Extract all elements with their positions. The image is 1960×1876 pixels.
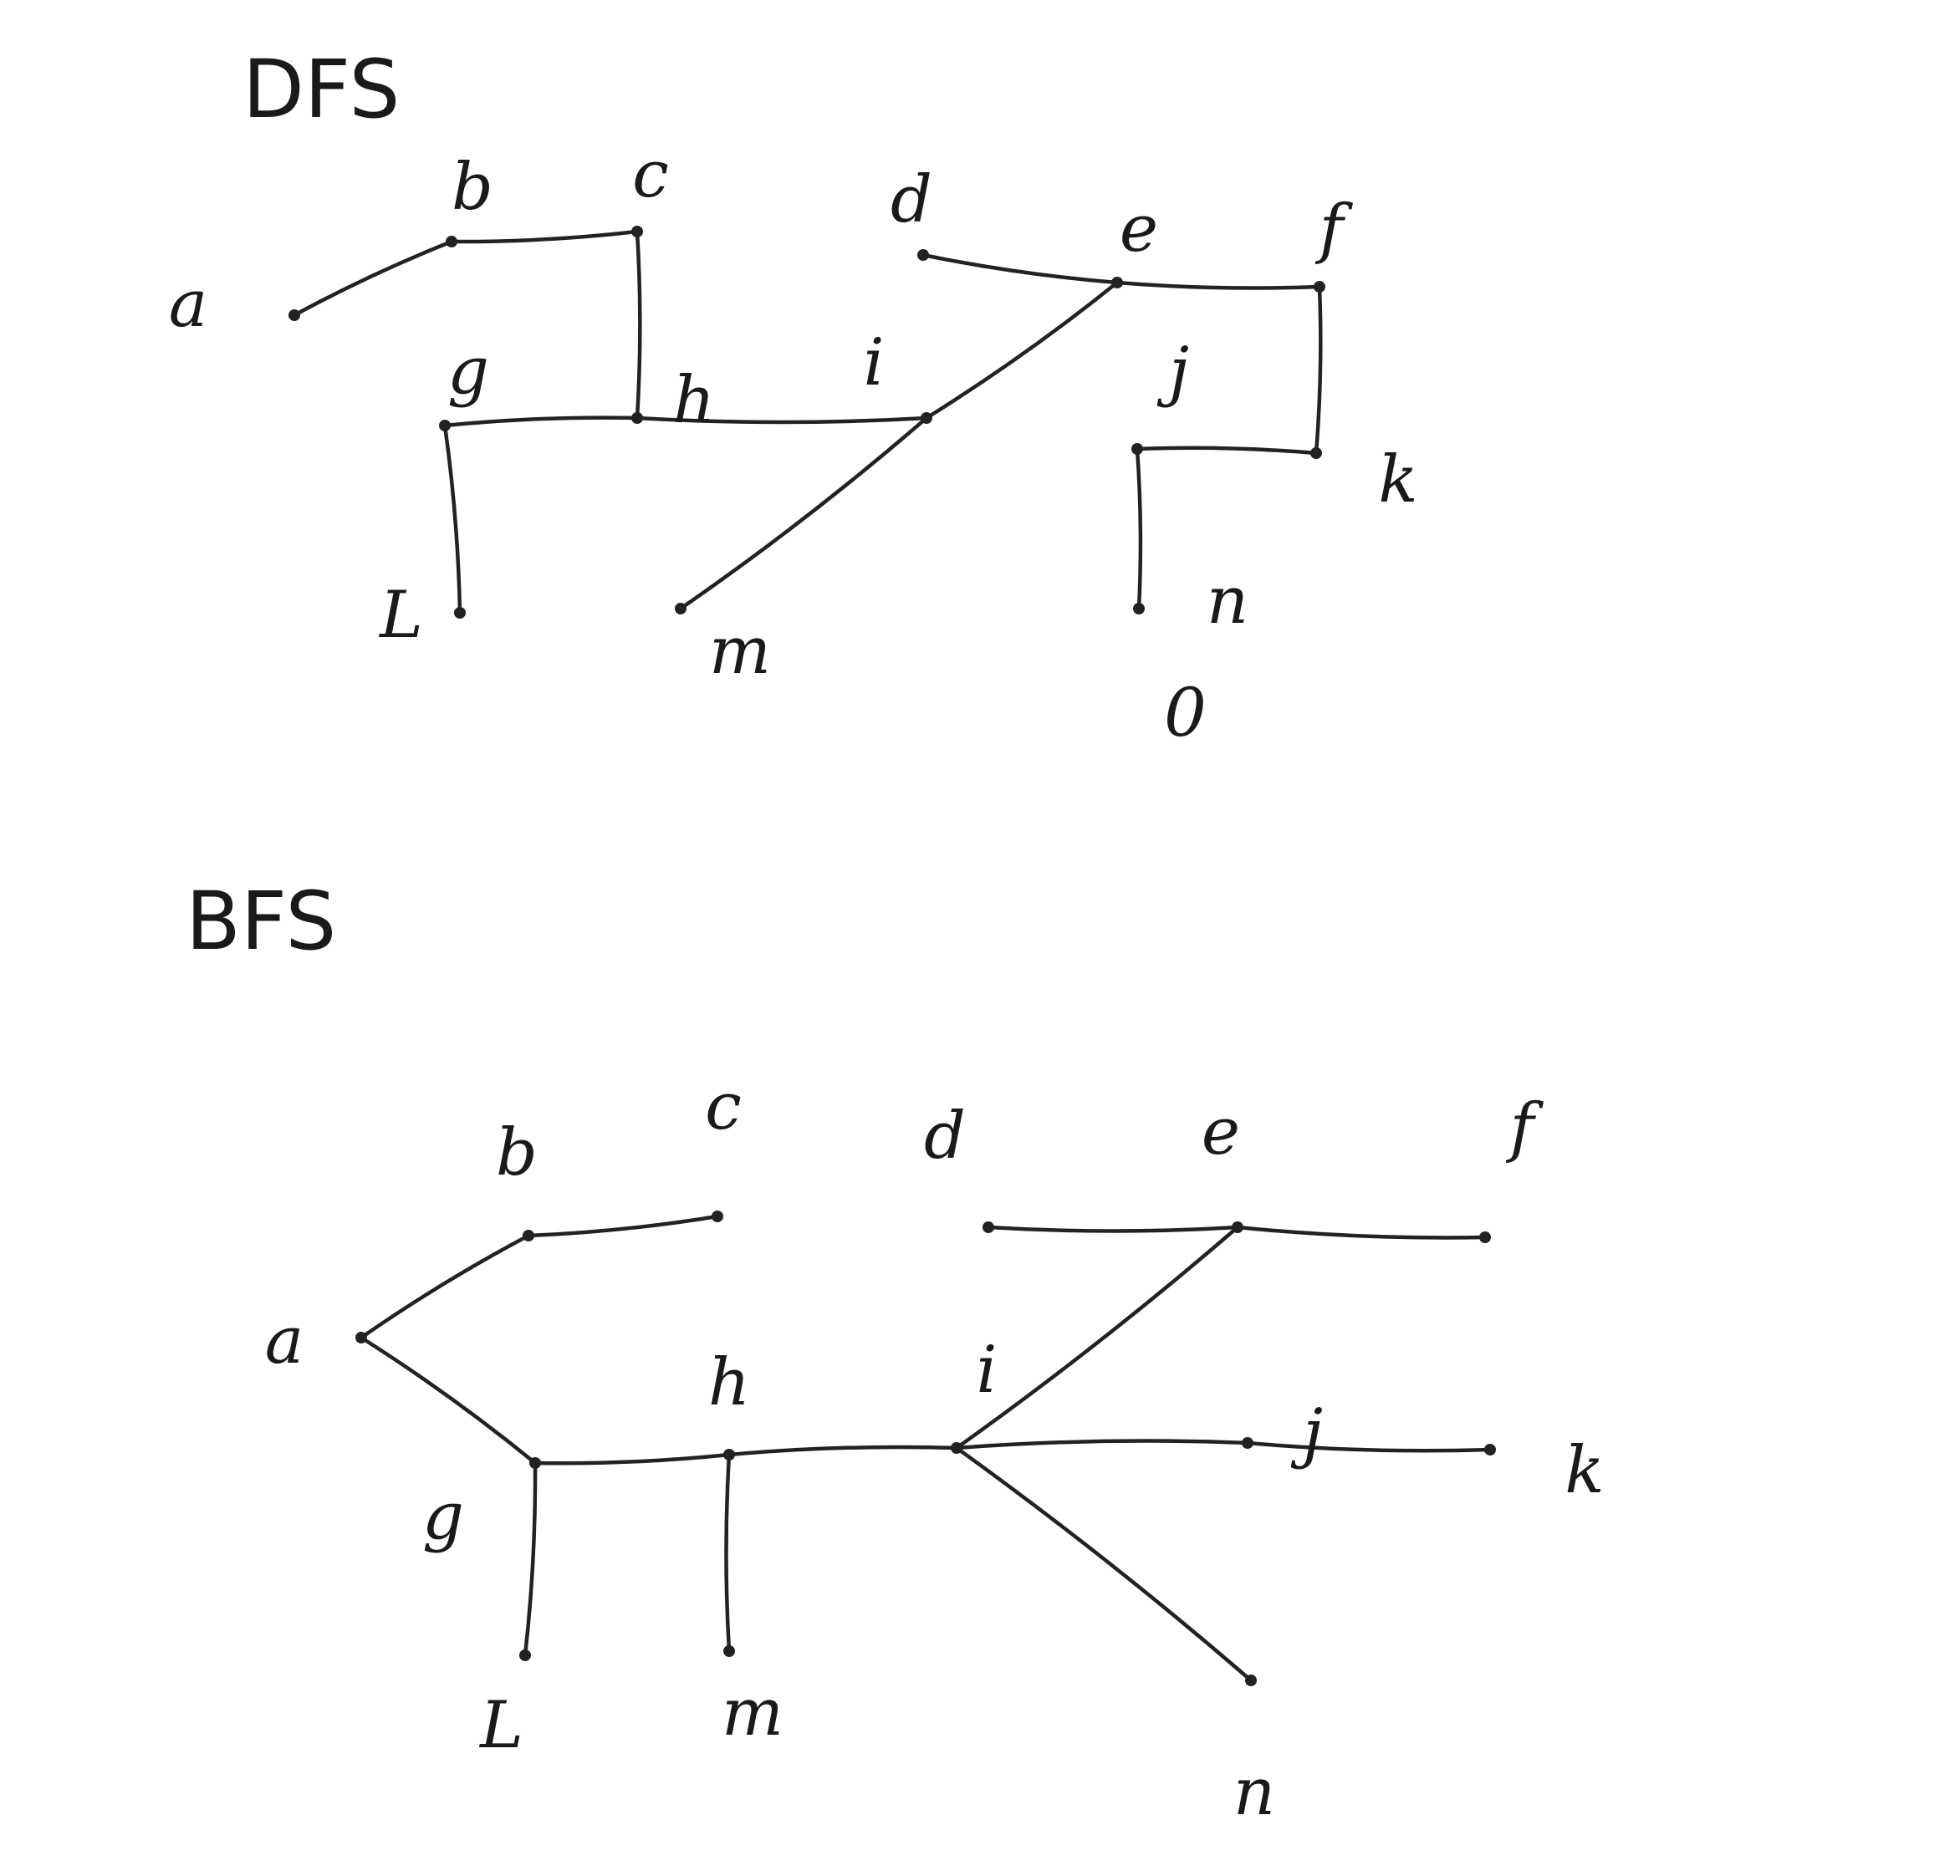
bfs-node-i xyxy=(951,1442,962,1454)
bfs-edge-i-j xyxy=(954,1439,1250,1450)
bfs-edge-a-g xyxy=(359,1335,538,1466)
bfs-nodes xyxy=(355,1211,1496,1686)
bfs-node-g xyxy=(529,1457,541,1469)
dfs-node-k xyxy=(1310,447,1322,459)
dfs-node-i xyxy=(921,412,932,424)
dfs-node-g xyxy=(439,420,451,431)
dfs-node-h xyxy=(631,412,643,424)
bfs-label-a: a xyxy=(265,1303,304,1379)
dfs-node-d xyxy=(917,249,929,261)
bfs-edge-i-e xyxy=(954,1225,1240,1450)
dfs-node-c xyxy=(631,226,643,237)
dfs-label-m: m xyxy=(709,614,771,689)
dfs-node-b xyxy=(446,236,457,247)
dfs-edge-b-c xyxy=(449,229,640,244)
bfs-node-m xyxy=(723,1645,735,1657)
dfs-edge-i-m xyxy=(678,415,929,611)
dfs-node-n xyxy=(1133,603,1145,614)
dfs-label-b: b xyxy=(452,150,493,225)
dfs-label-c: c xyxy=(632,137,669,212)
bfs-edge-g-l xyxy=(523,1461,538,1658)
dfs-label-e: e xyxy=(1120,191,1158,267)
bfs-node-c xyxy=(712,1211,723,1222)
dfs-node-e xyxy=(1111,277,1123,288)
dfs-label-j: j xyxy=(1156,334,1189,409)
bfs-node-e xyxy=(1232,1221,1243,1233)
bfs-label-f: f xyxy=(1506,1090,1544,1165)
dfs-edge-k-j xyxy=(1135,446,1319,456)
dfs-node-l xyxy=(454,607,466,619)
dfs-node-a xyxy=(288,309,300,321)
dfs-label-a: a xyxy=(169,267,208,342)
dfs-label-n: n xyxy=(1207,563,1248,639)
dfs-label-l: L xyxy=(378,578,423,653)
bfs-edge-g-h xyxy=(533,1452,732,1466)
bfs-node-l xyxy=(519,1649,531,1661)
bfs-label-e: e xyxy=(1202,1094,1240,1170)
bfs-node-n xyxy=(1245,1675,1257,1686)
bfs-label-h: h xyxy=(708,1345,750,1420)
dfs-edge-c-h xyxy=(635,229,642,421)
bfs-label-b: b xyxy=(496,1115,538,1190)
dfs-stray-mark: 0 xyxy=(1164,674,1207,752)
bfs-node-b xyxy=(523,1230,534,1241)
bfs-edge-j-k xyxy=(1245,1440,1493,1453)
dfs-label-i: i xyxy=(864,325,885,400)
dfs-edges xyxy=(292,229,1323,615)
bfs-label-i: i xyxy=(977,1333,998,1408)
bfs-edge-e-d xyxy=(986,1225,1240,1233)
bfs-edges xyxy=(359,1214,1493,1683)
dfs-nodes xyxy=(288,226,1325,619)
bfs-title: BFS xyxy=(186,874,336,968)
bfs-label-d: d xyxy=(924,1099,966,1174)
dfs-edge-f-k xyxy=(1314,284,1323,456)
dfs-edge-h-i xyxy=(635,415,929,425)
dfs-label-d: d xyxy=(891,162,932,237)
bfs-label-l: L xyxy=(478,1688,523,1763)
dfs-edge-g-l xyxy=(442,423,462,615)
dfs-edge-j-n xyxy=(1135,446,1143,611)
dfs-node-m xyxy=(675,603,687,614)
dfs-edge-e-f xyxy=(1115,280,1322,290)
bfs-label-c: c xyxy=(705,1069,742,1144)
bfs-edge-a-b xyxy=(359,1233,531,1340)
dfs-edge-a-b xyxy=(292,239,454,318)
bfs-label-m: m xyxy=(722,1675,783,1751)
dfs-edge-e-d xyxy=(921,252,1120,285)
dfs-node-f xyxy=(1314,281,1325,293)
dfs-edge-h-g xyxy=(442,415,640,428)
dfs-node-j xyxy=(1131,443,1143,455)
bfs-edge-e-f xyxy=(1235,1225,1488,1240)
bfs-edge-h-m xyxy=(724,1452,732,1654)
bfs-node-f xyxy=(1479,1231,1491,1243)
bfs-node-h xyxy=(723,1449,735,1461)
bfs-label-n: n xyxy=(1233,1755,1275,1830)
bfs-label-k: k xyxy=(1564,1433,1604,1508)
dfs-label-g: g xyxy=(447,334,489,409)
dfs-label-k: k xyxy=(1378,442,1417,517)
bfs-node-d xyxy=(983,1221,994,1233)
bfs-node-k xyxy=(1484,1444,1496,1455)
bfs-edge-b-c xyxy=(526,1214,720,1238)
dfs-label-f: f xyxy=(1315,191,1354,267)
bfs-label-g: g xyxy=(422,1479,464,1554)
dfs-label-h: h xyxy=(673,363,715,438)
dfs-edge-i-e xyxy=(924,280,1120,421)
bfs-edge-h-i xyxy=(727,1445,959,1457)
bfs-node-j xyxy=(1242,1437,1253,1449)
dfs-title: DFS xyxy=(242,43,400,136)
bfs-label-j: j xyxy=(1290,1395,1323,1471)
bfs-edge-i-n xyxy=(954,1445,1253,1683)
bfs-node-a xyxy=(355,1332,367,1343)
